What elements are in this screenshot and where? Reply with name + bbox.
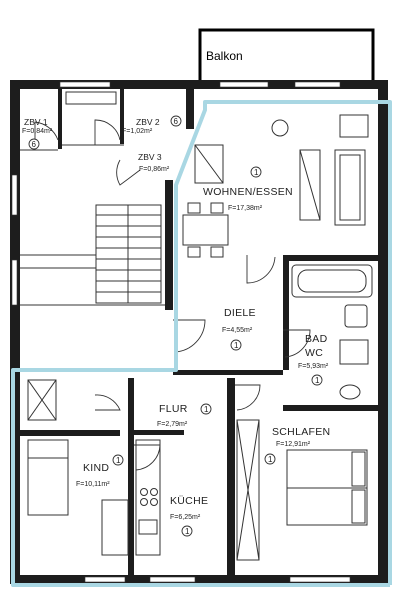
interior-walls: [20, 89, 378, 578]
flur-name: FLUR: [159, 403, 188, 415]
zbv2-name: ZBV 2: [136, 117, 160, 127]
furniture: [27, 91, 373, 561]
zbv1-area: F=0,84m²: [22, 128, 53, 135]
zbv2-tag: 6: [174, 117, 179, 126]
kueche-name: KÜCHE: [170, 495, 208, 507]
kind-tag-circle: [112, 454, 124, 466]
kueche-tag-circle: [181, 525, 193, 537]
bad-name: BAD: [305, 333, 328, 345]
room-schlafen: SCHLAFEN F=12,91m² 1: [264, 426, 330, 465]
kind-area: F=10,11m²: [76, 481, 110, 488]
room-kind: 1 KIND F=10,11m²: [76, 454, 124, 488]
flur-tag: 1: [204, 405, 209, 414]
room-zbv2: ZBV 2 F=1,02m² 6: [122, 115, 182, 135]
zbv3-area: F=0,86m²: [139, 166, 170, 173]
bad-name2: WC: [305, 347, 323, 359]
wohnen-area: F=17,38m²: [228, 205, 263, 212]
wohnen-name: WOHNEN/ESSEN: [203, 186, 293, 198]
schlafen-area: F=12,91m²: [276, 441, 311, 448]
exterior-walls: [10, 80, 388, 584]
schlafen-tag: 1: [268, 455, 273, 464]
flur-tag-circle: [200, 403, 212, 415]
schlafen-name: SCHLAFEN: [272, 426, 330, 438]
flur-area: F=2,79m²: [157, 421, 188, 428]
zbv2-area: F=1,02m²: [122, 128, 153, 135]
bad-area: F=5,93m²: [298, 363, 329, 370]
wohnen-tag-circle: [250, 166, 262, 178]
doors: [34, 119, 311, 471]
room-kueche: KÜCHE F=6,25m² 1: [170, 495, 208, 537]
diele-tag: 1: [234, 341, 239, 350]
balcony-label: Balkon: [206, 49, 243, 63]
room-bad-wc: BAD WC F=5,93m² 1: [298, 333, 329, 386]
zbv3-name: ZBV 3: [138, 152, 162, 162]
kind-tag: 1: [116, 456, 121, 465]
room-wohnen-essen: 1 WOHNEN/ESSEN F=17,38m²: [203, 166, 293, 212]
kueche-tag: 1: [185, 527, 190, 536]
schlafen-tag-circle: [264, 453, 276, 465]
zbv1-tag-circle: [28, 138, 40, 150]
staircase: [20, 204, 165, 306]
balcony: Balkon: [198, 28, 375, 80]
room-flur: FLUR 1 F=2,79m²: [157, 403, 212, 428]
diele-tag-circle: [230, 339, 242, 351]
diele-area: F=4,55m²: [222, 327, 253, 334]
room-zbv1: ZBV 1 F=0,84m² 6: [22, 117, 53, 150]
apartment-outline: [11, 100, 392, 587]
diele-name: DIELE: [224, 307, 256, 319]
room-zbv3: ZBV 3 F=0,86m²: [138, 152, 170, 173]
bad-tag-circle: [311, 374, 323, 386]
zbv1-name: ZBV 1: [24, 117, 48, 127]
kind-name: KIND: [83, 462, 109, 474]
room-diele: DIELE F=4,55m² 1: [222, 307, 256, 351]
wohnen-tag: 1: [254, 168, 259, 177]
kueche-area: F=6,25m²: [170, 514, 201, 521]
bad-tag: 1: [315, 376, 320, 385]
zbv2-tag-circle: [170, 115, 182, 127]
zbv1-tag: 6: [32, 140, 37, 149]
